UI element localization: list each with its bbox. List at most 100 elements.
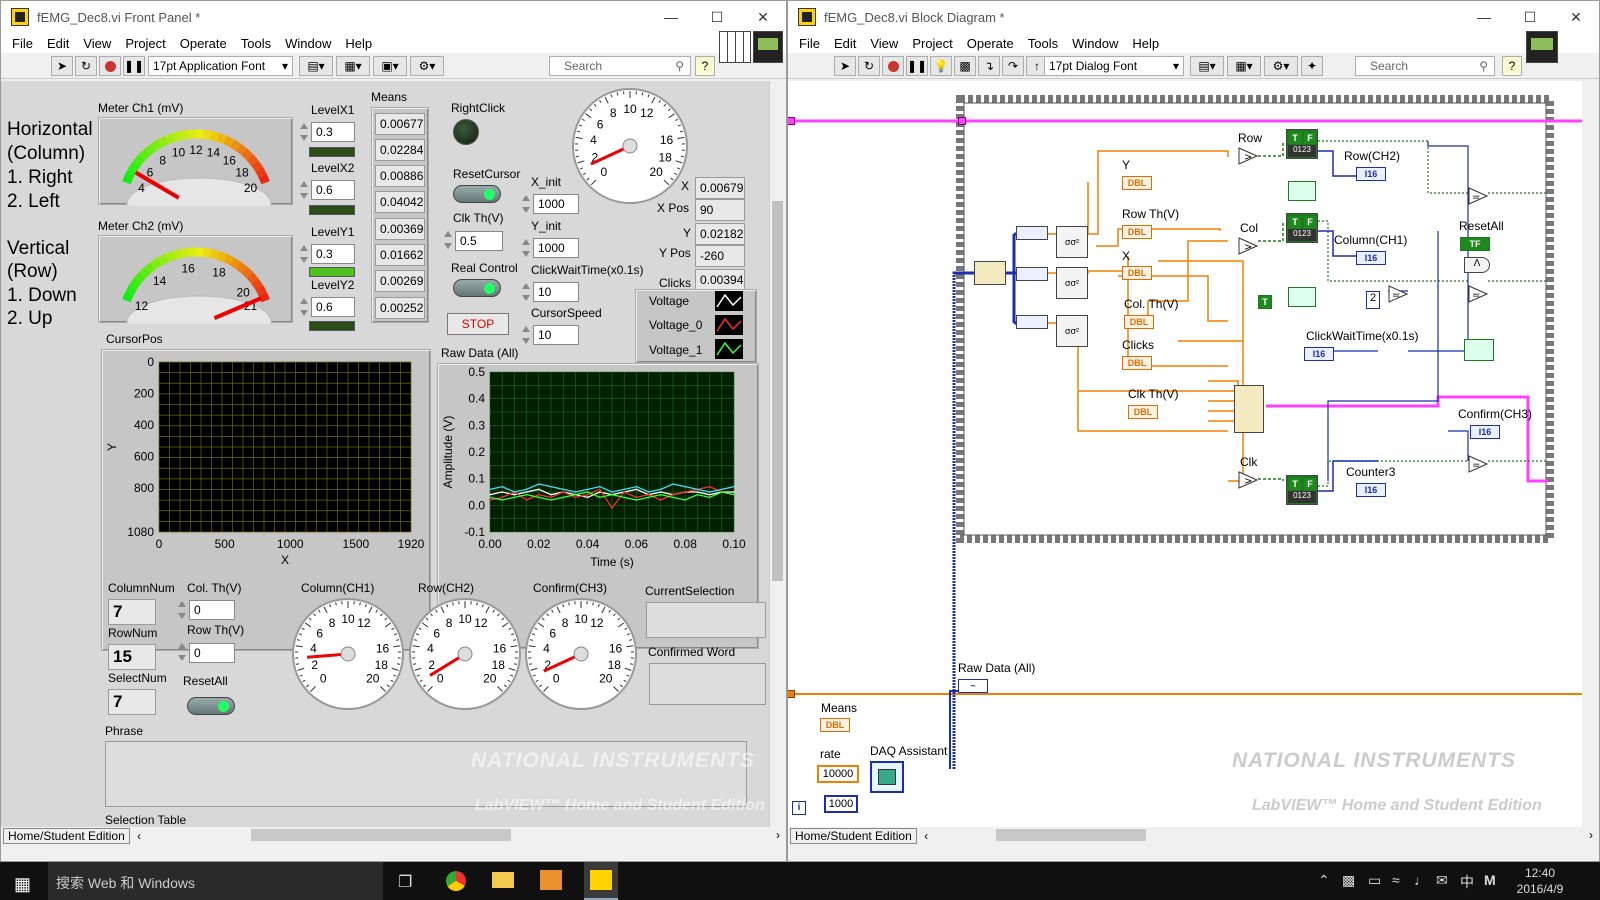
- rate-constant[interactable]: 10000: [817, 765, 859, 783]
- compound-node[interactable]: [1464, 339, 1494, 361]
- tray-network-icon[interactable]: ▩: [1342, 872, 1356, 888]
- raw-data-terminal[interactable]: ~: [958, 679, 988, 693]
- menu-help[interactable]: Help: [1132, 35, 1160, 51]
- row-th-stepper[interactable]: [177, 641, 187, 663]
- menu-edit[interactable]: Edit: [833, 35, 857, 51]
- chrome-icon[interactable]: [446, 871, 466, 891]
- level-x1-stepper[interactable]: [299, 121, 309, 143]
- ime-indicator[interactable]: 中: [1460, 874, 1474, 890]
- level-y2-stepper[interactable]: [299, 296, 309, 318]
- step-over-icon[interactable]: ↷: [1002, 56, 1024, 76]
- menu-tools[interactable]: Tools: [1027, 35, 1059, 51]
- close-button[interactable]: ✕: [757, 8, 769, 25]
- menu-help[interactable]: Help: [345, 35, 373, 51]
- daq-assistant-node[interactable]: [870, 761, 904, 793]
- y-terminal[interactable]: DBL: [1122, 176, 1152, 190]
- search-input[interactable]: Search⚲: [1355, 56, 1495, 76]
- scroll-right-icon[interactable]: ›: [1589, 828, 1593, 842]
- file-explorer-icon[interactable]: [492, 872, 514, 888]
- ime-mode-indicator[interactable]: M: [1484, 872, 1496, 888]
- clean-up-icon[interactable]: ✦: [1301, 56, 1323, 76]
- clicks-terminal[interactable]: DBL: [1122, 356, 1152, 370]
- dynamic-terminal[interactable]: [1016, 267, 1048, 281]
- equal-compare-icon[interactable]: =: [1388, 285, 1408, 303]
- distribute-objects-icon[interactable]: ▦▾: [336, 56, 370, 76]
- statistics-express-vi[interactable]: σσ²: [1056, 226, 1088, 258]
- highlight-execution-icon[interactable]: 💡: [930, 56, 952, 76]
- reorder-icon[interactable]: ⚙▾: [1264, 56, 1298, 76]
- clk-th-input[interactable]: 0.5: [455, 231, 503, 251]
- statistics-express-vi[interactable]: σσ²: [1056, 267, 1088, 299]
- menu-tools[interactable]: Tools: [240, 35, 272, 51]
- menu-file[interactable]: File: [12, 35, 33, 51]
- level-y2-input[interactable]: 0.6: [311, 297, 355, 317]
- font-dropdown[interactable]: 17pt Dialog Font▾: [1044, 56, 1184, 76]
- reset-all-terminal[interactable]: TF: [1460, 237, 1490, 251]
- run-arrow-icon[interactable]: ➤: [834, 56, 856, 76]
- minimize-button[interactable]: —: [1477, 9, 1491, 25]
- title-bar[interactable]: fEMG_Dec8.vi Front Panel * — ☐ ✕: [1, 1, 786, 33]
- column-ch1-terminal[interactable]: I16: [1356, 251, 1386, 265]
- align-objects-icon[interactable]: ▤▾: [299, 56, 333, 76]
- click-wait-stepper[interactable]: [521, 281, 531, 303]
- context-help-icon[interactable]: ?: [695, 56, 715, 76]
- pause-icon[interactable]: ❚❚: [906, 56, 928, 76]
- vi-icon[interactable]: [753, 31, 783, 63]
- iteration-terminal[interactable]: i: [792, 801, 806, 815]
- menu-edit[interactable]: Edit: [46, 35, 70, 51]
- menu-operate[interactable]: Operate: [966, 35, 1014, 51]
- x-terminal[interactable]: DBL: [1122, 266, 1152, 280]
- menu-window[interactable]: Window: [285, 35, 332, 51]
- counter3-terminal[interactable]: I16: [1356, 483, 1386, 497]
- labview-taskbar-icon[interactable]: [584, 862, 618, 900]
- dynamic-terminal[interactable]: [1016, 315, 1048, 329]
- maximize-button[interactable]: ☐: [1523, 8, 1537, 25]
- tray-volume-icon[interactable]: ♩: [1414, 872, 1428, 888]
- maximize-button[interactable]: ☐: [710, 8, 724, 25]
- title-bar[interactable]: fEMG_Dec8.vi Block Diagram * — ☐ ✕: [788, 1, 1599, 33]
- abort-icon[interactable]: [99, 56, 121, 76]
- windows-start-icon[interactable]: ▦: [14, 874, 32, 894]
- clk-th-terminal[interactable]: DBL: [1128, 405, 1158, 419]
- and-gate-node[interactable]: Λ: [1464, 257, 1490, 273]
- step-into-icon[interactable]: ↴: [978, 56, 1000, 76]
- tray-wifi-icon[interactable]: ≈: [1392, 872, 1400, 888]
- real-control-toggle[interactable]: [453, 279, 501, 297]
- col-th-stepper[interactable]: [177, 599, 187, 621]
- font-dropdown[interactable]: 17pt Application Font▾: [148, 56, 293, 76]
- col-th-input[interactable]: 0: [189, 600, 235, 620]
- menu-view[interactable]: View: [83, 35, 112, 51]
- row-ch2-terminal[interactable]: I16: [1356, 167, 1386, 181]
- cursor-speed-input[interactable]: 10: [533, 325, 579, 345]
- align-objects-icon[interactable]: ▤▾: [1190, 56, 1224, 76]
- level-y1-input[interactable]: 0.3: [311, 244, 355, 264]
- click-wait-terminal[interactable]: I16: [1304, 347, 1334, 361]
- pause-icon[interactable]: ❚❚: [123, 56, 145, 76]
- vi-icon[interactable]: [1526, 31, 1558, 63]
- split-signals-node[interactable]: [974, 261, 1006, 285]
- reset-all-button[interactable]: [187, 697, 235, 715]
- abort-icon[interactable]: [882, 56, 904, 76]
- confirm-ch3-terminal[interactable]: I16: [1470, 425, 1500, 439]
- y-init-stepper[interactable]: [521, 237, 531, 259]
- stop-button[interactable]: STOP: [447, 313, 509, 335]
- equal-compare-icon[interactable]: =: [1468, 187, 1488, 205]
- menu-project[interactable]: Project: [125, 35, 166, 51]
- task-view-icon[interactable]: ❐: [398, 874, 413, 891]
- greater-than-clk-icon[interactable]: >: [1238, 471, 1258, 489]
- tray-battery-icon[interactable]: ▭: [1368, 872, 1382, 888]
- resize-objects-icon[interactable]: ▣▾: [373, 56, 407, 76]
- clk-th-stepper[interactable]: [443, 229, 453, 251]
- greater-than-row-icon[interactable]: >: [1238, 147, 1258, 165]
- x-init-stepper[interactable]: [521, 193, 531, 215]
- menu-operate[interactable]: Operate: [179, 35, 227, 51]
- horizontal-scroll-thumb[interactable]: [251, 829, 511, 841]
- context-help-icon[interactable]: ?: [1502, 56, 1522, 76]
- y-init-input[interactable]: 1000: [533, 238, 579, 258]
- reorder-icon[interactable]: ⚙▾: [410, 56, 444, 76]
- cursor-speed-stepper[interactable]: [521, 324, 531, 346]
- distribute-objects-icon[interactable]: ▦▾: [1227, 56, 1261, 76]
